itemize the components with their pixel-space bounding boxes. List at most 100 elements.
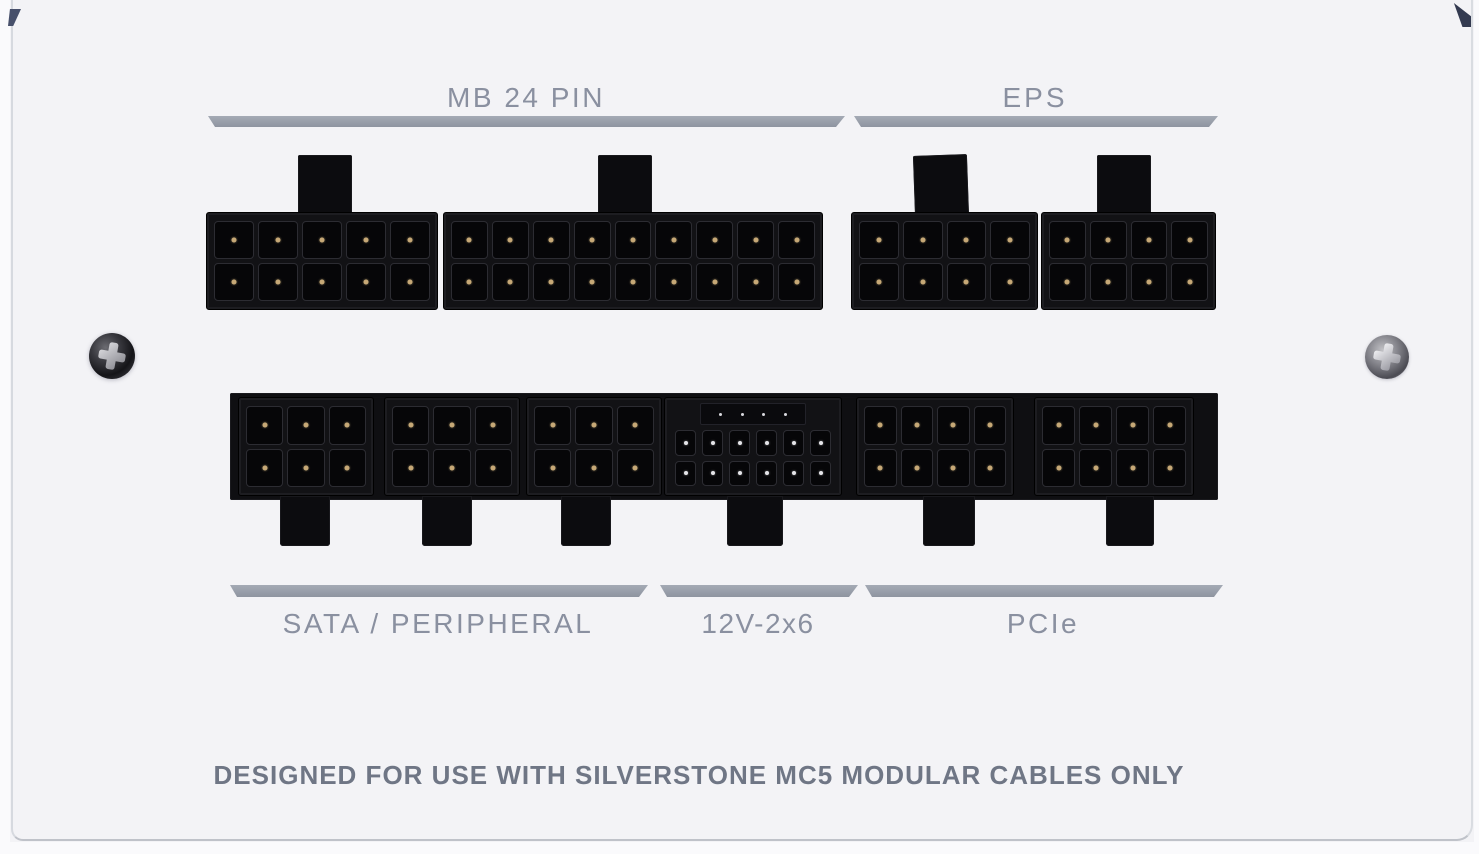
pin-socket	[534, 448, 572, 487]
pin-socket	[390, 263, 430, 301]
pin-socket	[990, 263, 1030, 301]
pin-socket	[1116, 448, 1149, 487]
panel-corner-notch-top-left	[8, 9, 21, 26]
phillips-screw-icon	[1365, 335, 1409, 379]
label-12v-2x6: 12V-2x6	[701, 608, 815, 639]
pin-socket	[246, 406, 284, 445]
pin-socket	[1089, 263, 1127, 301]
pin-socket	[1049, 221, 1086, 259]
pin-socket	[1116, 406, 1149, 445]
pin-socket	[287, 406, 325, 445]
pin-socket	[451, 221, 488, 259]
sense-pin	[762, 412, 766, 416]
pin-socket	[433, 448, 471, 487]
pin-socket	[532, 221, 570, 259]
pin-socket	[258, 221, 298, 259]
pin-socket	[575, 448, 613, 487]
pin-socket	[392, 406, 430, 445]
pin-socket	[534, 406, 572, 445]
connector-latch-tab	[422, 496, 472, 546]
pin-socket	[900, 448, 933, 487]
pin-socket	[1049, 263, 1086, 301]
panel-corner-notch-top-right	[1453, 3, 1471, 27]
connector-latch-tab	[598, 155, 652, 217]
connector-sata-peripheral-2	[384, 397, 520, 496]
connector-latch-tab	[727, 496, 783, 546]
pin-socket	[258, 263, 298, 301]
label-mb-24-pin: MB 24 PIN	[447, 82, 605, 113]
pin-socket	[937, 448, 970, 487]
label-sata-peripheral: SATA / PERIPHERAL	[282, 608, 594, 639]
label-pcie: PCIe	[1006, 608, 1080, 639]
sense-pin	[783, 412, 787, 416]
pin-socket	[1130, 221, 1168, 259]
pin-socket	[474, 406, 512, 445]
pin-socket	[864, 448, 897, 487]
screw-cross-slot	[1372, 350, 1402, 364]
connector-12v-2x6	[664, 397, 842, 496]
divider-bar-eps	[853, 116, 1218, 127]
pin-socket	[810, 430, 831, 456]
connector-latch-tab	[561, 496, 611, 546]
pin-socket	[246, 448, 284, 487]
pin-socket	[1130, 263, 1168, 301]
pin-socket	[614, 221, 652, 259]
pin-socket	[810, 460, 831, 486]
pin-socket	[973, 406, 1006, 445]
pin-socket	[532, 263, 570, 301]
pin-socket	[1153, 448, 1186, 487]
pin-socket	[390, 221, 430, 259]
pin-socket	[783, 460, 804, 486]
pin-socket	[902, 263, 943, 301]
pin-socket	[287, 448, 325, 487]
pin-socket	[702, 460, 723, 486]
pin-socket	[302, 221, 342, 259]
pin-socket	[392, 448, 430, 487]
pin-socket	[675, 430, 696, 456]
pin-socket	[902, 221, 943, 259]
pin-socket	[614, 263, 652, 301]
pin-socket	[491, 221, 529, 259]
pin-socket	[573, 221, 611, 259]
phillips-screw-icon	[89, 333, 135, 379]
divider-bar-pcie	[864, 585, 1223, 597]
pin-socket	[859, 221, 899, 259]
pin-socket	[1171, 263, 1208, 301]
pin-socket	[729, 430, 750, 456]
pin-socket	[696, 263, 734, 301]
connector-sata-peripheral-1	[238, 397, 374, 496]
pin-socket	[328, 406, 366, 445]
pin-socket	[491, 263, 529, 301]
pin-socket	[756, 460, 777, 486]
pin-socket	[864, 406, 897, 445]
pin-socket	[474, 448, 512, 487]
pin-socket	[1153, 406, 1186, 445]
connector-mb24-18pin	[443, 212, 823, 310]
designed-for-mc5-cables-note: DESIGNED FOR USE WITH SILVERSTONE MC5 MO…	[213, 760, 1185, 790]
pin-socket	[214, 221, 254, 259]
pin-socket	[946, 221, 987, 259]
pin-socket	[214, 263, 254, 301]
pin-socket	[778, 221, 815, 259]
pin-socket	[1042, 406, 1075, 445]
divider-bar-12v-2x6	[659, 585, 858, 597]
connector-pcie-1	[856, 397, 1014, 496]
connector-sata-peripheral-3	[526, 397, 662, 496]
sense-pin	[740, 412, 744, 416]
pin-socket	[859, 263, 899, 301]
pin-socket	[346, 263, 386, 301]
connector-latch-tab	[923, 496, 975, 546]
pin-socket	[1079, 406, 1112, 445]
connector-latch-tab	[1097, 155, 1151, 217]
pin-socket	[328, 448, 366, 487]
pin-socket	[1171, 221, 1208, 259]
pin-socket	[675, 460, 696, 486]
connector-eps-8pin-1	[851, 212, 1038, 310]
pin-socket	[737, 221, 775, 259]
pin-socket	[575, 406, 613, 445]
panel-right-margin	[1474, 0, 1479, 854]
screw-cross-slot	[97, 349, 127, 363]
label-eps: EPS	[1002, 82, 1068, 113]
panel-left-margin	[0, 0, 10, 854]
pin-socket	[616, 448, 654, 487]
